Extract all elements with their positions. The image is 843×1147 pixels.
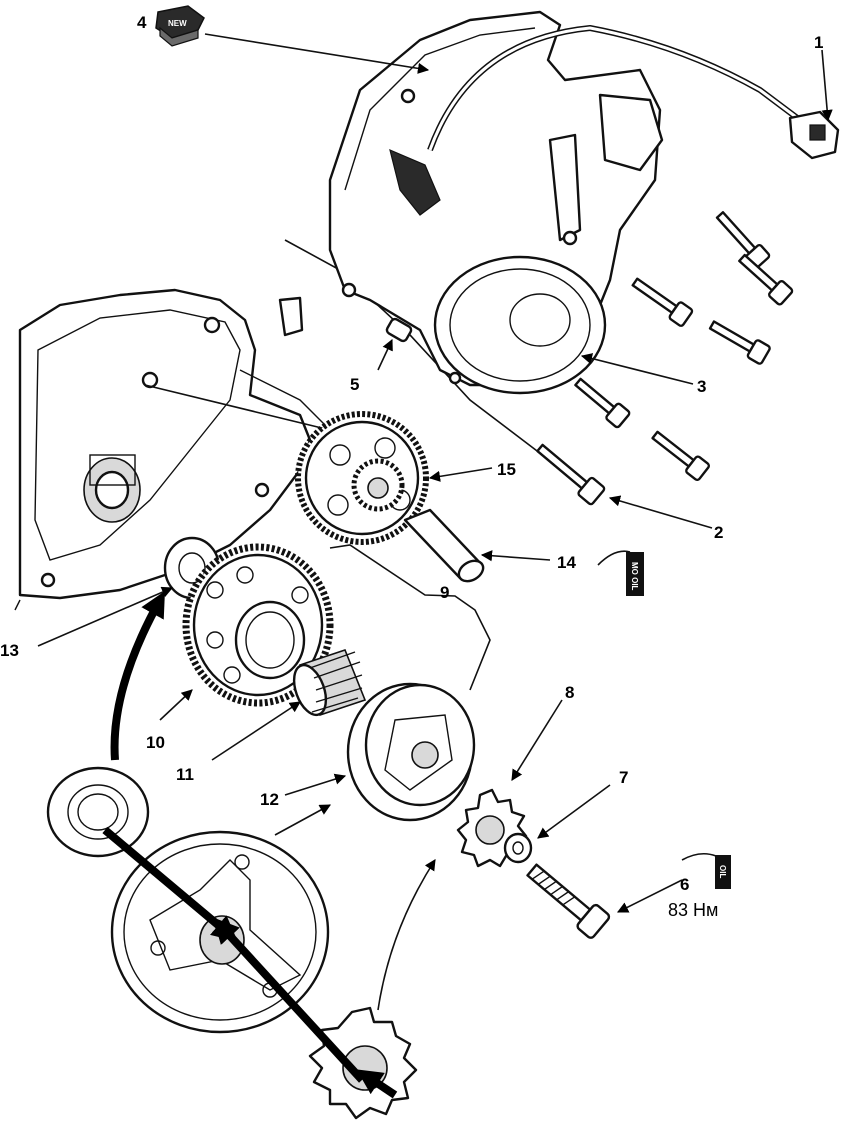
detail-sprocket (308, 1006, 418, 1120)
needle-bearing (292, 649, 367, 717)
callout-3: 3 (697, 377, 706, 396)
new-label: NEW (168, 19, 187, 28)
dowel-pin (385, 317, 413, 343)
transfer-line-2 (377, 859, 436, 1011)
molybdenum-oil-icon: MO OIL (597, 550, 644, 596)
callout-4: 4 (137, 13, 147, 32)
callout-14: 14 (557, 553, 576, 572)
callout-15: 15 (497, 460, 516, 479)
transfer-arrow-1 (110, 591, 165, 761)
callout-1: 1 (814, 33, 823, 52)
callout-13: 13 (0, 641, 19, 660)
callout-9: 9 (440, 583, 449, 602)
lock-washer (503, 832, 533, 864)
torque-value: 83 Нм (668, 900, 718, 920)
callout-10: 10 (146, 733, 165, 752)
callout-12: 12 (260, 790, 279, 809)
callout-2: 2 (714, 523, 723, 542)
callout-11: 11 (176, 765, 194, 784)
new-part-icon: NEW (155, 5, 205, 47)
cover-bolts (536, 211, 794, 506)
starter-cover (328, 10, 664, 395)
sprocket-bolt (526, 863, 611, 939)
crankcase (14, 288, 331, 611)
starter-clutch-gear (182, 543, 334, 707)
transfer-arrow-2 (102, 826, 238, 942)
callout-6: 6 (680, 875, 689, 894)
transfer-arrow-3 (213, 917, 365, 1083)
group-bracket (329, 544, 491, 691)
connector (788, 110, 840, 160)
transfer-line-1 (274, 804, 331, 836)
alignment-line-2 (144, 384, 331, 431)
callout-8: 8 (565, 683, 574, 702)
transfer-arrow-4 (356, 1069, 398, 1099)
callout-7: 7 (619, 768, 628, 787)
idler-gear (295, 411, 429, 545)
mo-oil-label: MO OIL (630, 562, 639, 591)
detail-ring-small (46, 766, 150, 858)
oil-icon: OIL (681, 852, 731, 889)
idler-shaft (403, 508, 485, 583)
oil-label: OIL (718, 865, 727, 878)
callout-5: 5 (350, 375, 359, 394)
clutch-outer (346, 682, 476, 822)
